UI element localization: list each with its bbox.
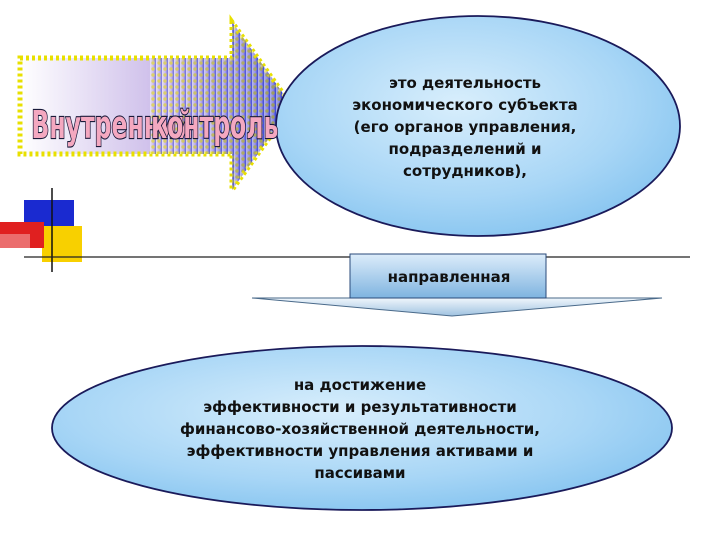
bottom-ellipse-line: на достижение xyxy=(293,376,427,394)
title-arrow xyxy=(17,14,296,198)
top-ellipse-text: это деятельность экономического субъекта… xyxy=(320,72,610,182)
bottom-ellipse-line: финансово-хозяйственной деятельности, xyxy=(179,420,541,438)
bottom-ellipse-line: эффективности и результативности xyxy=(203,398,517,416)
top-ellipse-line: подразделений и xyxy=(388,140,542,158)
bottom-ellipse-line: эффективности управления активами и xyxy=(186,442,534,460)
top-ellipse-line: сотрудников), xyxy=(403,162,527,180)
top-ellipse-line: (его органов управления, xyxy=(353,118,577,136)
bottom-ellipse-line: пассивами xyxy=(314,464,406,482)
title-line1: Внутренний xyxy=(31,104,193,147)
top-ellipse-line: это деятельность xyxy=(388,74,542,92)
connector-label: направленная xyxy=(387,268,511,286)
top-ellipse-line: экономического субъекта xyxy=(352,96,578,114)
title-line2: контроль xyxy=(151,104,278,147)
bottom-ellipse xyxy=(51,345,673,511)
connector-funnel xyxy=(251,253,663,317)
title-wordart: Внутренний контроль xyxy=(31,103,280,148)
top-ellipse xyxy=(275,15,681,237)
bottom-ellipse-text: на достижение эффективности и результати… xyxy=(110,374,610,484)
